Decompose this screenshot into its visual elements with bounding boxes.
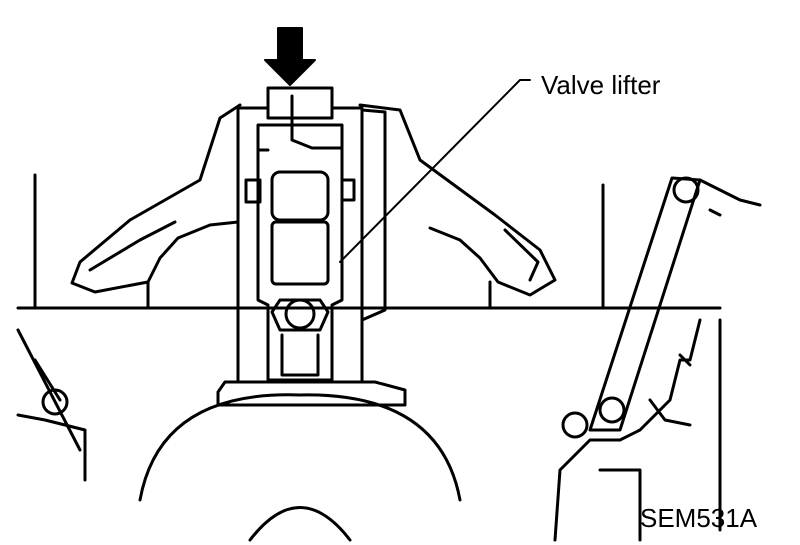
housing-right-flange (358, 103, 557, 297)
right-ball-mid (561, 411, 589, 439)
callout-leader-line (339, 79, 531, 263)
lifter-base (216, 380, 407, 407)
lifter-top-cap (266, 86, 334, 120)
lower-chamber (280, 333, 320, 377)
check-ball (284, 298, 316, 330)
housing-left-flange (70, 103, 242, 294)
plunger-upper (270, 170, 330, 222)
camshaft-journal-top (248, 506, 352, 542)
right-rocker-detail (598, 353, 692, 542)
arrow-down-icon (264, 27, 316, 86)
camshaft-lobe (138, 393, 462, 502)
plunger-lower (270, 220, 330, 286)
left-rocker-arm (16, 328, 82, 452)
right-oil-gallery (360, 108, 387, 322)
left-lower-frame (16, 413, 87, 482)
right-ball-top (672, 176, 700, 204)
right-frame (553, 178, 762, 542)
right-ball-bottom (598, 396, 626, 424)
valve-lifter-label: Valve lifter (541, 70, 661, 100)
right-pushrod (588, 176, 702, 432)
lifter-side-port-left (244, 178, 262, 204)
lifter-side-port-right (340, 178, 356, 202)
housing-right-inner (503, 228, 540, 282)
figure-code: SEM531A (640, 503, 758, 533)
check-valve-cage (270, 298, 330, 332)
housing-left-inner (88, 220, 177, 272)
lifter-oil-passage (256, 94, 344, 152)
